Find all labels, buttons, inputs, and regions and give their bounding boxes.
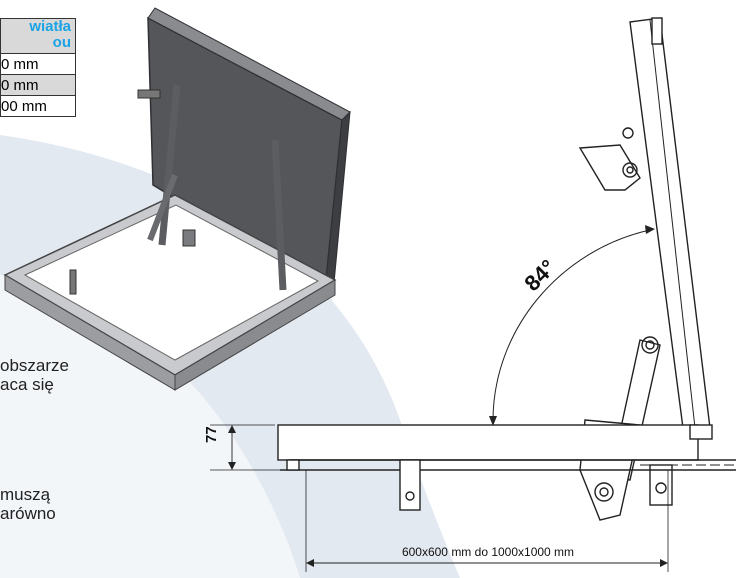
spec-table: wiatła ou 0 mm 0 mm 00 mm — [0, 18, 76, 117]
table-row: 0 mm — [0, 74, 76, 96]
header-line-2: ou — [52, 34, 71, 51]
technical-side-view — [210, 17, 736, 572]
angle-label: 84° — [519, 255, 560, 296]
table-cell: 0 mm — [0, 53, 76, 75]
spec-table-header-cell: wiatła ou — [0, 18, 76, 54]
left-text-line: obszarze — [0, 356, 69, 375]
width-label: 600x600 mm do 1000x1000 mm — [402, 545, 574, 559]
header-line-1: wiatła — [29, 18, 71, 35]
left-text-line: arówno — [0, 504, 56, 523]
left-text-block-1: obszarze aca się — [0, 356, 69, 394]
table-row: 00 mm — [0, 95, 76, 117]
left-text-line: muszą — [0, 485, 51, 504]
table-cell: 00 mm — [0, 95, 76, 117]
hatch-3d-view — [3, 7, 351, 391]
left-text-block-2: muszą arówno — [0, 485, 56, 523]
table-row: 0 mm — [0, 53, 76, 75]
table-cell: 0 mm — [0, 74, 76, 96]
spec-table-header: wiatła ou — [0, 18, 76, 54]
height-label: 77 — [203, 426, 220, 443]
left-text-line: aca się — [0, 375, 54, 394]
